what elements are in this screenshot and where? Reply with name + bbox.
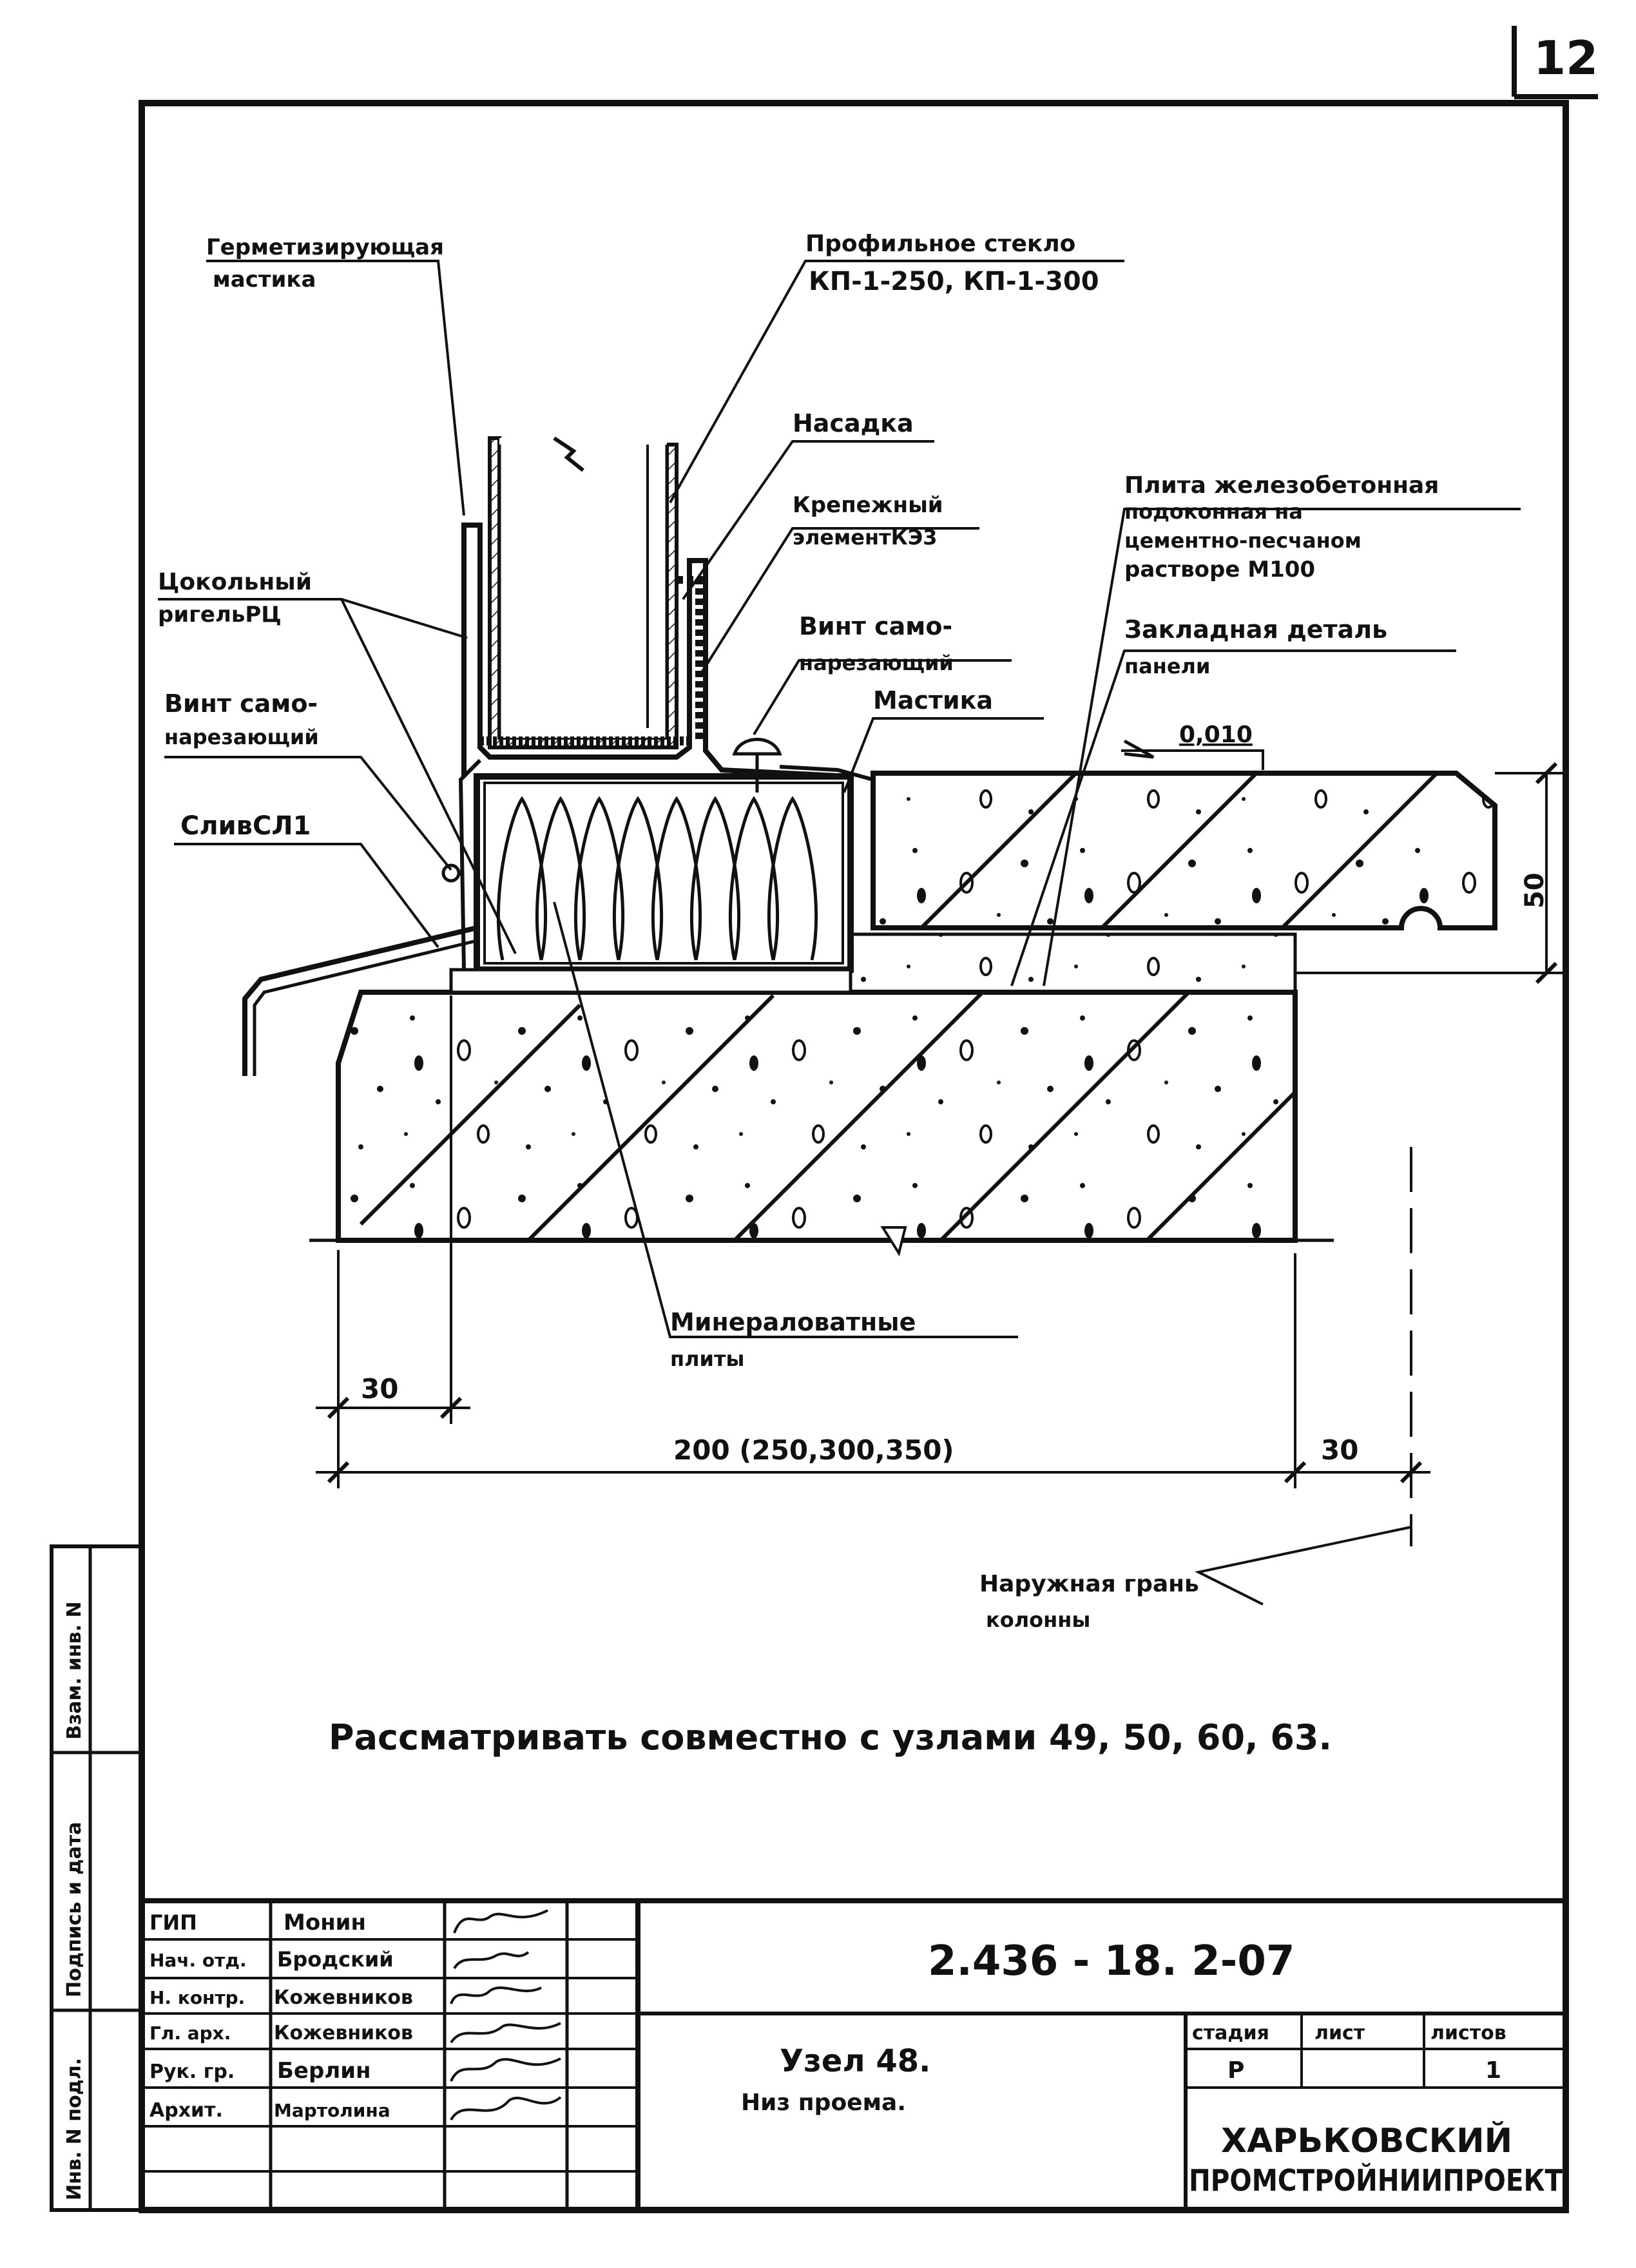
label-dim-50: 50: [1520, 872, 1550, 908]
label-mineral-1: Минераловатные: [670, 1308, 916, 1336]
node-title: Узел 48.: [780, 2043, 930, 2079]
stamp-sign-date: Подпись и дата: [63, 1822, 86, 1997]
label-fastener-2: элементКЭ3: [793, 525, 938, 550]
label-dim-30-left: 30: [361, 1373, 398, 1405]
dimension-lines: [316, 762, 1566, 1546]
sheet-frame: [139, 26, 1598, 2213]
doc-code: 2.436 - 18. 2-07: [928, 1937, 1294, 1985]
label-screw-right-2: нарезающий: [799, 651, 954, 675]
label-embedded-1: Закладная деталь: [1124, 615, 1387, 644]
leader-lines: [158, 260, 1521, 1606]
name-cell: Мартолина: [274, 2100, 390, 2121]
label-slab-2: подоконная на: [1124, 499, 1303, 524]
label-dim-30-right: 30: [1321, 1434, 1358, 1466]
note-text: Рассматривать совместно с узлами 49, 50,…: [329, 1717, 1332, 1758]
name-cell: Кожевников: [274, 1986, 413, 2009]
signatures: [450, 1909, 562, 2121]
sheet-header: лист: [1314, 2022, 1365, 2044]
girder-box: [449, 773, 854, 994]
sheets-value: 1: [1485, 2057, 1501, 2084]
label-slope: 0,010: [1179, 722, 1253, 748]
node-subtitle: Низ проема.: [741, 2090, 906, 2116]
annotations: Герметизирующая мастика Профильное стекл…: [158, 231, 1550, 1632]
label-mastic-top-2: мастика: [213, 267, 316, 293]
label-dim-200: 200 (250,300,350): [673, 1434, 954, 1466]
label-slab-3: цементно-песчаном: [1124, 528, 1362, 553]
label-girder-2: ригельРЦ: [158, 602, 282, 628]
stage-header: стадия: [1192, 2022, 1269, 2044]
label-flashing: СливСЛ1: [180, 811, 311, 841]
role-cell: Архит.: [149, 2099, 223, 2122]
role-cell: Н. контр.: [149, 1987, 245, 2008]
title-block: [142, 1898, 1566, 2210]
sheet-number: 12: [1534, 31, 1598, 85]
people-table: ГИП Монин Нач. отд. Бродский Н. контр. К…: [149, 1910, 413, 2122]
sill-slab: [871, 771, 1497, 930]
stage-value: Р: [1227, 2057, 1244, 2084]
role-cell: ГИП: [149, 1910, 197, 1935]
stamp-inv-orig: Инв. N подл.: [63, 2058, 86, 2200]
label-screw-left-1: Винт само-: [164, 689, 318, 718]
label-screw-right-1: Винт само-: [799, 612, 952, 640]
label-mastic-top-1: Герметизирующая: [206, 235, 444, 260]
name-cell: Монин: [284, 1910, 366, 1936]
mortar-layer: [845, 932, 1297, 994]
side-stamp: Взам. инв. N Подпись и дата Инв. N подл.: [50, 1544, 144, 2212]
role-cell: Гл. арх.: [149, 2023, 231, 2044]
label-embedded-2: панели: [1124, 654, 1210, 678]
sheets-header: листов: [1430, 2022, 1506, 2044]
label-screw-left-2: нарезающий: [164, 725, 319, 749]
concrete-beam: [309, 990, 1334, 1257]
stamp-inv-replace: Взам. инв. N: [63, 1601, 86, 1740]
label-fastener-1: Крепежный: [793, 492, 943, 518]
label-column-2: колонны: [986, 1608, 1090, 1632]
org-name-1: ХАРЬКОВСКИЙ: [1221, 2121, 1512, 2160]
label-mineral-2: плиты: [670, 1347, 744, 1371]
name-cell: Бродский: [277, 1947, 394, 1972]
glass-profile: [458, 436, 874, 970]
label-nasadka: Насадка: [793, 409, 914, 437]
flashing-sill: [242, 863, 477, 1076]
label-slab-4: растворе М100: [1124, 557, 1315, 582]
org-name-2: ПРОМСТРОЙНИИПРОЕКТ: [1189, 2163, 1563, 2198]
role-cell: Нач. отд.: [149, 1950, 247, 1971]
label-column-1: Наружная грань: [979, 1571, 1199, 1597]
role-cell: Рук. гр.: [149, 2061, 235, 2083]
label-glass-2: КП-1-250, КП-1-300: [809, 267, 1099, 296]
label-slab-1: Плита железобетонная: [1124, 472, 1439, 499]
name-cell: Берлин: [277, 2058, 371, 2084]
label-glass-1: Профильное стекло: [805, 231, 1075, 257]
label-mastic-right: Мастика: [873, 686, 993, 715]
label-girder-1: Цокольный: [158, 569, 312, 595]
name-cell: Кожевников: [274, 2022, 413, 2044]
